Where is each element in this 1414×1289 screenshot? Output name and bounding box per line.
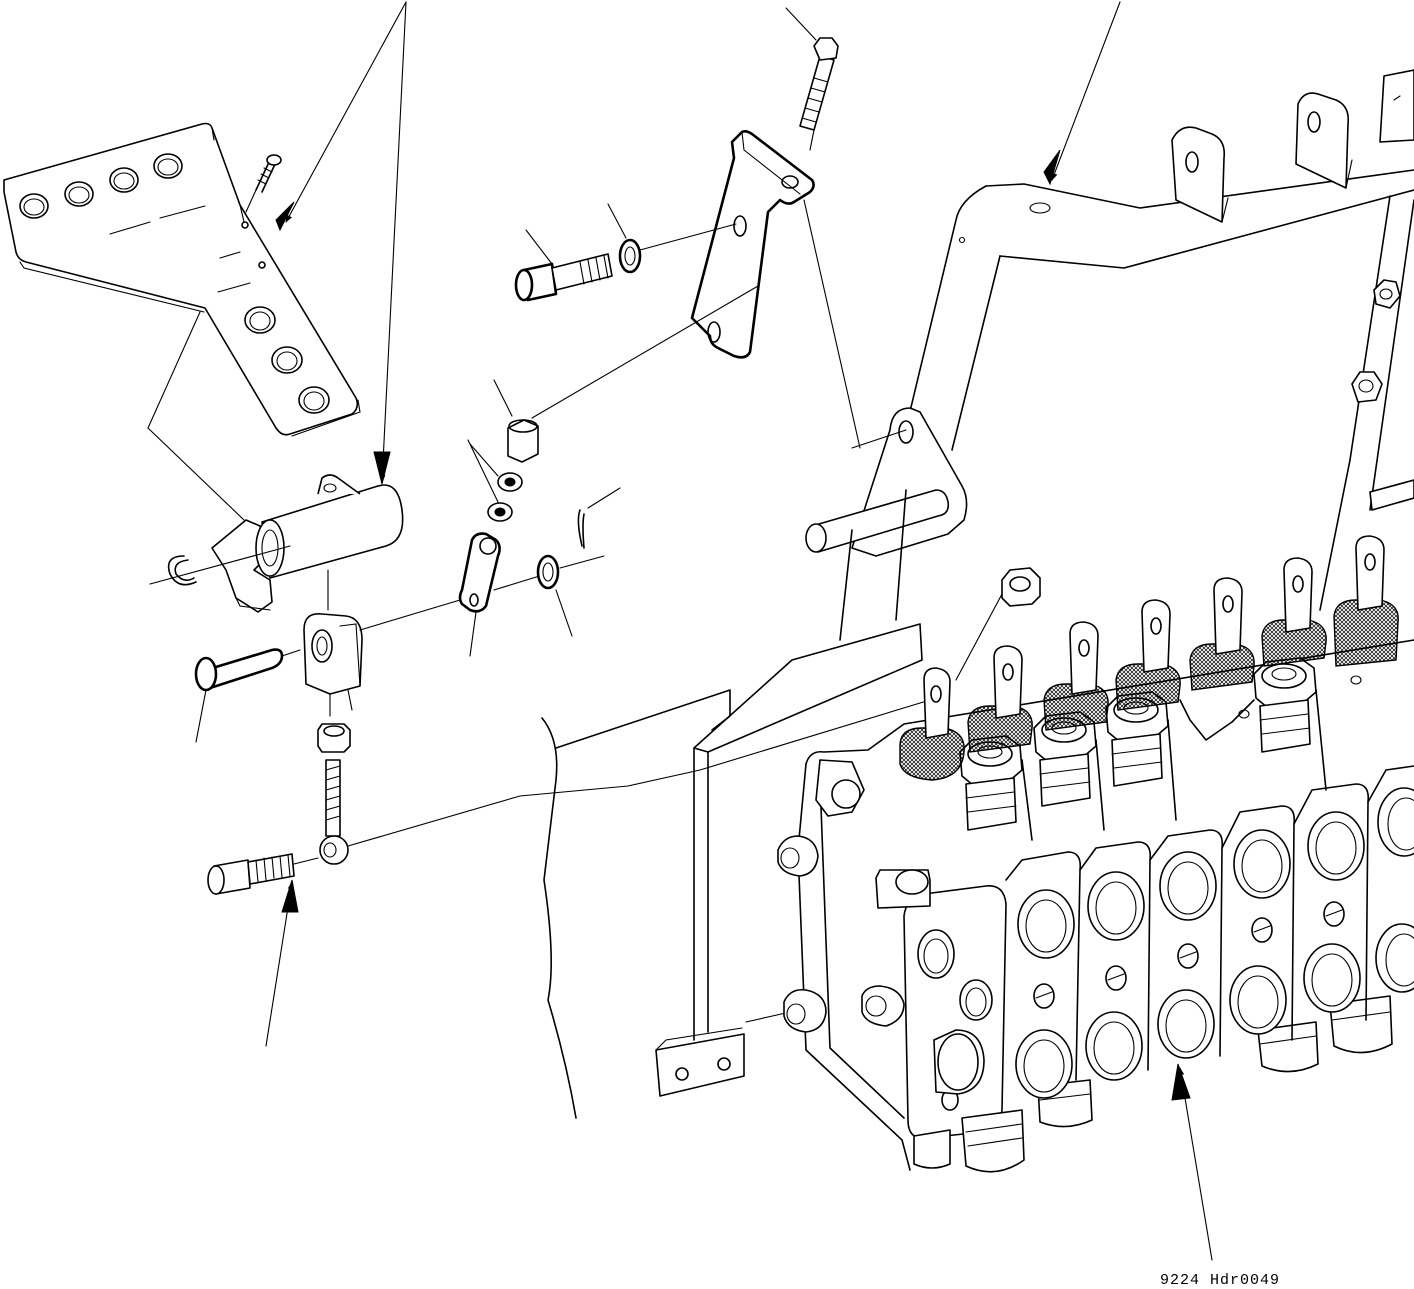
leader-line: [955, 593, 1003, 681]
flat-washer: [536, 554, 605, 637]
plate-holes: [19, 153, 330, 414]
drawing-code: 9224 Hdr0049: [1160, 1272, 1281, 1289]
top-bolt: [785, 7, 839, 151]
lock-nut: [317, 723, 351, 753]
cotter-pin: [577, 487, 621, 549]
control-valve-block: [777, 535, 1414, 1173]
axis-line: [149, 545, 291, 585]
link: [458, 532, 547, 657]
callout-arrows: [265, 1, 1213, 1261]
pedal-lever-plate: [3, 122, 361, 437]
pivot-boss: [211, 474, 404, 613]
leader-line: [147, 311, 245, 521]
rod-end-bolt: [207, 853, 319, 895]
plate-screw: [245, 154, 282, 213]
mounting-frame: [541, 69, 1414, 1119]
spacer-collars: [467, 285, 759, 522]
tie-rod: [319, 699, 931, 865]
circlip: [167, 555, 197, 586]
arm-bolt: [514, 229, 613, 302]
clevis-pin: [194, 648, 301, 743]
leader-line: [745, 1011, 791, 1023]
clevis-yoke: [303, 599, 461, 717]
bell-crank-arm: [690, 130, 815, 359]
spring-washer: [607, 203, 737, 274]
